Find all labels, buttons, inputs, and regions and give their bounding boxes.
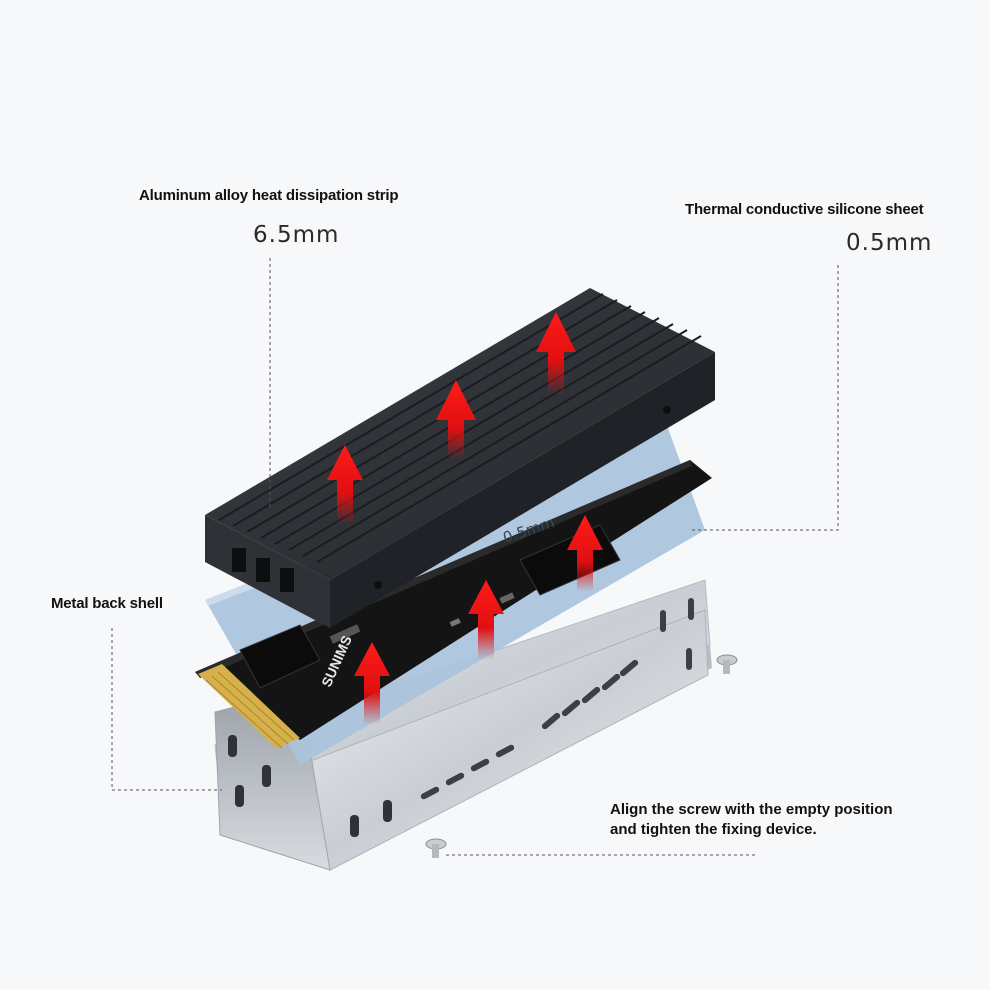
screw-note: Align the screw with the empty position …: [610, 800, 893, 840]
screw-note-line2: and tighten the fixing device.: [610, 821, 817, 838]
silicone-title: Thermal conductive silicone sheet: [685, 201, 924, 218]
heat-arrow: [536, 312, 576, 395]
heatsink-thickness: 6.5mm: [253, 222, 340, 248]
heat-arrow: [468, 580, 504, 660]
screw-note-line1: Align the screw with the empty position: [610, 801, 893, 818]
leader-silicone: [690, 265, 839, 531]
shell-title: Metal back shell: [51, 595, 163, 612]
heat-arrow: [436, 380, 476, 460]
leader-lines: [111, 258, 839, 856]
heat-arrow: [354, 642, 390, 725]
screw-right: [716, 654, 738, 674]
screw-left: [425, 838, 447, 858]
heat-arrows: [327, 312, 603, 725]
leader-shell: [111, 628, 222, 791]
metal-back-shell: [214, 579, 712, 871]
heat-arrow: [327, 445, 363, 525]
heatsink-title: Aluminum alloy heat dissipation strip: [139, 187, 399, 204]
heat-arrow: [567, 515, 603, 592]
silicone-thickness: 0.5mm: [846, 230, 933, 256]
